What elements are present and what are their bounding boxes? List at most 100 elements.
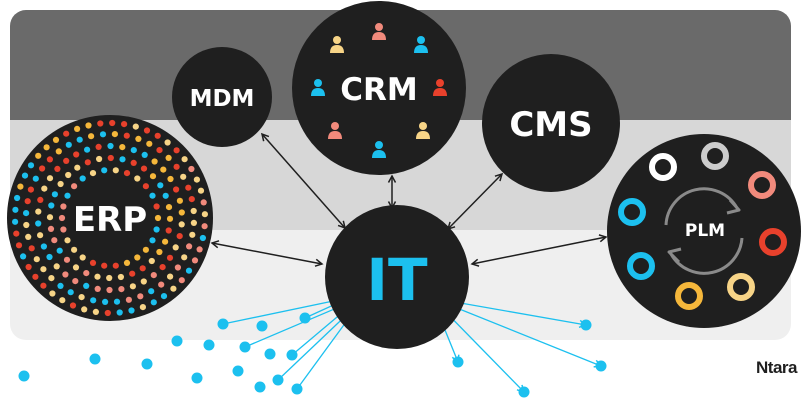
data-point-dot bbox=[291, 383, 303, 395]
erp-dot bbox=[201, 223, 208, 230]
data-point-dot bbox=[171, 335, 183, 347]
erp-dot bbox=[173, 186, 180, 193]
erp-dot bbox=[51, 191, 59, 198]
erp-dot bbox=[174, 264, 181, 271]
erp-dot bbox=[32, 273, 39, 280]
erp-dot bbox=[143, 127, 151, 134]
erp-dot bbox=[101, 167, 108, 174]
erp-dot bbox=[48, 275, 55, 282]
ring-icon bbox=[701, 142, 729, 170]
erp-dot bbox=[129, 283, 136, 290]
erp-dot bbox=[186, 243, 193, 250]
erp-dot bbox=[62, 271, 69, 278]
erp-dot bbox=[148, 288, 155, 295]
erp-dot bbox=[65, 171, 72, 179]
erp-dot bbox=[176, 197, 183, 204]
crm-label: CRM bbox=[340, 72, 417, 108]
erp-dot bbox=[129, 270, 136, 277]
person-icon bbox=[372, 23, 386, 40]
erp-dot bbox=[64, 192, 71, 199]
erp-dot bbox=[53, 263, 60, 270]
data-point-dot bbox=[191, 372, 203, 384]
erp-dot bbox=[146, 140, 153, 147]
data-point-dot bbox=[239, 341, 251, 353]
cms-label: CMS bbox=[509, 105, 592, 145]
cms-circle bbox=[482, 54, 620, 192]
erp-dot bbox=[117, 273, 124, 281]
person-icon bbox=[372, 141, 386, 158]
erp-dot bbox=[173, 163, 180, 170]
erp-dot bbox=[35, 208, 42, 215]
erp-dot bbox=[150, 299, 157, 306]
erp-dot bbox=[132, 123, 139, 130]
erp-dot bbox=[76, 136, 83, 143]
erp-dot bbox=[21, 172, 29, 179]
erp-dot bbox=[90, 297, 97, 304]
erp-dot bbox=[190, 207, 197, 215]
data-point-dot bbox=[254, 381, 266, 393]
erp-dot bbox=[71, 246, 78, 253]
erp-dot bbox=[149, 173, 157, 180]
erp-dot bbox=[157, 182, 164, 189]
erp-dot bbox=[116, 309, 123, 316]
erp-dot bbox=[178, 221, 185, 228]
ntara-logo: Ntara bbox=[756, 358, 797, 377]
erp-dot bbox=[191, 257, 199, 264]
data-point-dot bbox=[286, 349, 298, 361]
connectors bbox=[212, 134, 606, 264]
erp-dot bbox=[63, 130, 70, 137]
erp-dot bbox=[102, 298, 109, 305]
erp-dot bbox=[178, 277, 185, 284]
erp-dot bbox=[180, 173, 187, 180]
erp-dot bbox=[109, 119, 116, 127]
erp-dot bbox=[23, 221, 30, 229]
erp-dot bbox=[148, 257, 155, 265]
ring-icon bbox=[675, 282, 703, 310]
erp-dot bbox=[35, 152, 42, 159]
erp-dot bbox=[67, 289, 74, 296]
erp-dot bbox=[99, 131, 107, 138]
erp-dot bbox=[139, 304, 146, 311]
erp-dot bbox=[84, 146, 91, 153]
erp-dot bbox=[181, 254, 188, 261]
arrow-it-plm bbox=[472, 237, 606, 264]
erp-dot bbox=[178, 209, 185, 216]
erp-dot bbox=[130, 159, 137, 166]
erp-dot bbox=[142, 246, 149, 253]
erp-dot bbox=[153, 226, 160, 233]
erp-dot bbox=[57, 180, 64, 188]
erp-dot bbox=[112, 167, 119, 174]
erp-dot bbox=[165, 154, 172, 161]
erp-dot bbox=[79, 254, 86, 261]
erp-dot bbox=[134, 175, 141, 182]
erp-dot bbox=[85, 122, 92, 129]
erp-dot bbox=[46, 253, 53, 261]
erp-dot bbox=[151, 158, 158, 165]
ring-icon bbox=[759, 228, 787, 256]
data-point-dot bbox=[518, 386, 530, 398]
person-icon bbox=[433, 79, 447, 96]
erp-dot bbox=[57, 282, 64, 289]
erp-dot bbox=[107, 142, 114, 150]
erp-dot bbox=[150, 272, 157, 279]
erp-dot bbox=[142, 183, 149, 190]
erp-dot bbox=[112, 262, 119, 269]
erp-dot bbox=[83, 282, 90, 289]
person-icon bbox=[414, 36, 428, 53]
data-point-dot bbox=[452, 356, 464, 368]
erp-dot bbox=[165, 227, 172, 234]
erp-dot bbox=[128, 307, 135, 314]
erp-dot bbox=[125, 296, 132, 303]
erp-dot bbox=[130, 147, 137, 154]
erp-dot bbox=[43, 144, 50, 151]
erp-dot bbox=[20, 253, 27, 260]
erp-dot bbox=[88, 133, 95, 140]
erp-dot bbox=[52, 136, 60, 143]
ring-icon bbox=[649, 153, 677, 181]
erp-dot bbox=[107, 154, 114, 162]
erp-dot bbox=[48, 202, 55, 209]
erp-dot bbox=[39, 165, 46, 172]
data-point-dot bbox=[264, 348, 276, 360]
erp-dot bbox=[28, 245, 35, 252]
